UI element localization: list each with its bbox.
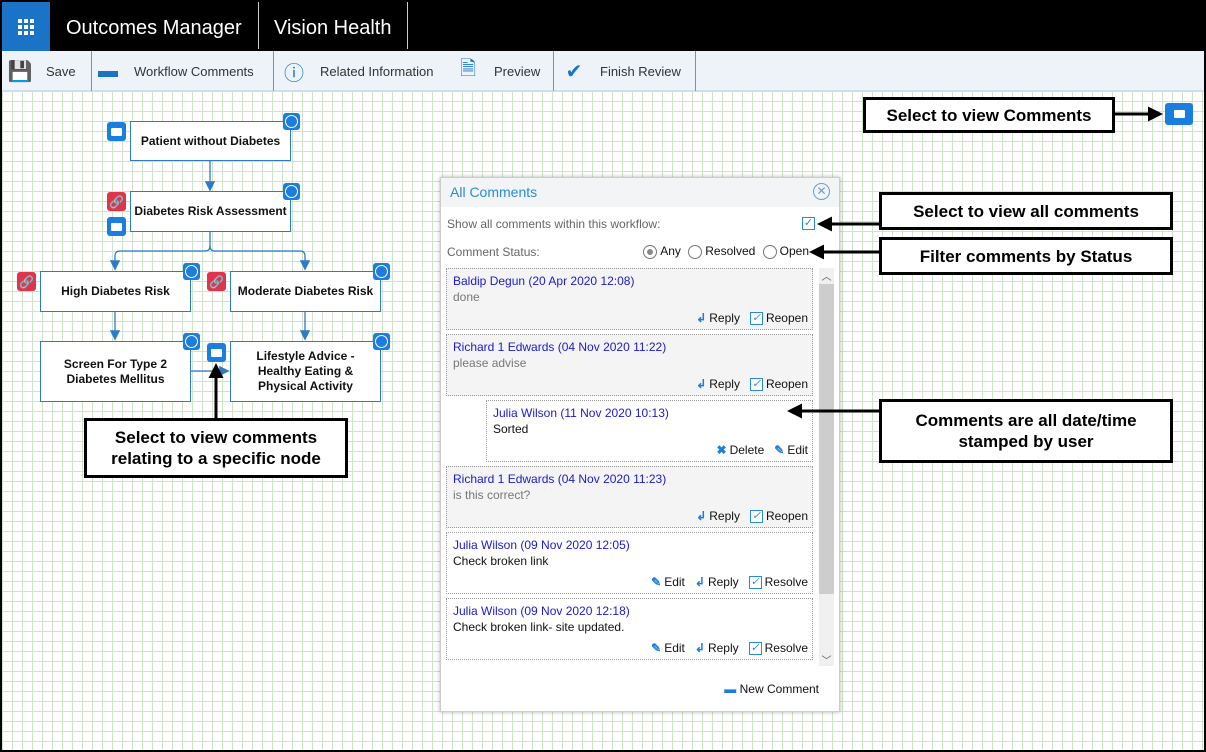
save-label: Save: [46, 63, 76, 79]
info-icon[interactable]: [183, 263, 200, 280]
edit-button[interactable]: ✎Edit: [651, 641, 685, 655]
comment-item: Richard 1 Edwards (04 Nov 2020 11:23) is …: [446, 466, 813, 528]
status-label: Comment Status:: [447, 245, 540, 259]
status-filter: Any Resolved Open: [639, 244, 809, 259]
all-comments-panel: All Comments ✕ Show all comments within t…: [440, 177, 840, 712]
reopen-checkbox[interactable]: ✓Reopen: [749, 509, 808, 523]
edit-button[interactable]: ✎Edit: [774, 443, 808, 457]
comment-item: Baldip Degun (20 Apr 2020 12:08) done ↲Re…: [446, 268, 813, 330]
callout-filter: Filter comments by Status: [879, 237, 1173, 275]
panel-header: All Comments ✕: [441, 178, 839, 207]
preview-label: Preview: [494, 63, 541, 79]
reopen-checkbox[interactable]: ✓Reopen: [749, 377, 808, 391]
comment-text: Check broken link- site updated.: [453, 620, 625, 634]
reply-button[interactable]: ↲Reply: [696, 509, 740, 523]
node-moderate-diabetes-risk[interactable]: Moderate Diabetes Risk: [230, 271, 381, 312]
scroll-thumb[interactable]: [819, 284, 834, 594]
comment-author: Richard 1 Edwards (04 Nov 2020 11:22): [453, 340, 667, 354]
node-comment-icon[interactable]: [207, 343, 226, 362]
comment-scrollbar[interactable]: ︿﹀: [819, 268, 834, 667]
new-comment-button[interactable]: ▬ New Comment: [724, 682, 819, 696]
comment-item: Richard 1 Edwards (04 Nov 2020 11:22) ple…: [446, 334, 813, 396]
workflow-comments-button[interactable]: ▬ Workflow Comments: [94, 51, 274, 91]
callout-view-all: Select to view all comments: [879, 192, 1173, 230]
save-icon: 💾: [7, 60, 33, 83]
check-icon: ✔: [565, 60, 583, 83]
save-button[interactable]: 💾 Save: [6, 51, 92, 91]
comment-author: Richard 1 Edwards (04 Nov 2020 11:23): [453, 472, 667, 486]
show-all-checkbox[interactable]: ✓: [802, 217, 815, 230]
callout-view-comments: Select to view Comments: [863, 97, 1115, 133]
comment-text: Check broken link: [453, 554, 549, 568]
app-title: Outcomes Manager: [50, 2, 259, 49]
status-open-radio[interactable]: [762, 244, 777, 259]
comment-icon: ▬: [724, 682, 737, 696]
comment-text: is this correct?: [453, 488, 531, 502]
status-open-label: Open: [779, 244, 809, 258]
comment-list: Baldip Degun (20 Apr 2020 12:08) done ↲Re…: [446, 268, 816, 666]
toolbar: 💾 Save ▬ Workflow Comments ⓘ Related Inform…: [2, 51, 1204, 91]
preview-button[interactable]: 🗎 Preview: [454, 51, 554, 91]
comment-text: done: [453, 290, 480, 304]
info-icon[interactable]: [373, 263, 390, 280]
comment-item: Julia Wilson (09 Nov 2020 12:05) Check br…: [446, 532, 813, 594]
comment-reply-item: Julia Wilson (11 Nov 2020 10:13) Sorted ✖…: [486, 400, 813, 462]
info-icon[interactable]: [183, 333, 200, 350]
status-resolved-radio[interactable]: [688, 244, 703, 259]
comment-text: please advise: [453, 356, 527, 370]
finish-review-label: Finish Review: [600, 63, 681, 79]
status-any-radio[interactable]: [643, 244, 658, 259]
delete-button[interactable]: ✖Delete: [716, 443, 765, 457]
workflow-comments-label: Workflow Comments: [134, 63, 254, 79]
org-title: Vision Health: [258, 2, 409, 49]
reply-button[interactable]: ↲Reply: [694, 641, 739, 655]
grid-icon: [18, 18, 34, 35]
edit-button[interactable]: ✎Edit: [651, 575, 685, 589]
node-screen-type-2[interactable]: Screen For Type 2 Diabetes Mellitus: [40, 341, 191, 402]
info-icon: ⓘ: [284, 62, 304, 85]
close-icon[interactable]: ✕: [813, 183, 830, 200]
status-resolved-label: Resolved: [705, 244, 756, 258]
comment-author: Baldip Degun (20 Apr 2020 12:08): [453, 274, 635, 288]
link-icon[interactable]: 🔗: [17, 272, 36, 291]
finish-review-button[interactable]: ✔ Finish Review: [560, 51, 696, 91]
node-lifestyle-advice[interactable]: Lifestyle Advice - Healthy Eating & Phys…: [230, 341, 381, 402]
reopen-checkbox[interactable]: ✓Reopen: [749, 311, 808, 325]
reply-button[interactable]: ↲Reply: [696, 377, 740, 391]
show-all-label: Show all comments within this workflow:: [447, 217, 661, 231]
comment-icon: ▬: [98, 59, 118, 82]
node-comment-icon[interactable]: [107, 217, 126, 236]
node-patient-without-diabetes[interactable]: Patient without Diabetes: [130, 121, 291, 161]
info-icon[interactable]: [373, 333, 390, 350]
app-launcher-button[interactable]: [2, 2, 50, 51]
resolve-checkbox[interactable]: ✓Resolve: [748, 575, 808, 589]
link-icon[interactable]: 🔗: [207, 272, 226, 291]
top-bar: Outcomes Manager Vision Health: [0, 0, 1206, 51]
resolve-checkbox[interactable]: ✓Resolve: [748, 641, 808, 655]
related-information-label: Related Information: [320, 63, 434, 79]
node-comment-icon[interactable]: [107, 122, 126, 141]
reply-button[interactable]: ↲Reply: [696, 311, 740, 325]
info-icon[interactable]: [283, 113, 300, 130]
panel-title: All Comments: [450, 184, 538, 200]
link-icon[interactable]: 🔗: [107, 192, 126, 211]
status-any-label: Any: [660, 244, 681, 258]
callout-stamped: Comments are all date/time stamped by us…: [879, 399, 1173, 463]
comment-author: Julia Wilson (11 Nov 2020 10:13): [493, 406, 669, 420]
preview-icon: 🗎: [459, 58, 477, 80]
reply-button[interactable]: ↲Reply: [694, 575, 739, 589]
view-comments-icon[interactable]: [1165, 103, 1193, 125]
related-information-button[interactable]: ⓘ Related Information: [280, 51, 450, 91]
node-high-diabetes-risk[interactable]: High Diabetes Risk: [40, 271, 191, 312]
callout-node-comments: Select to view comments relating to a sp…: [84, 418, 348, 478]
comment-text: Sorted: [493, 422, 529, 436]
comment-author: Julia Wilson (09 Nov 2020 12:18): [453, 604, 630, 618]
comment-author: Julia Wilson (09 Nov 2020 12:05): [453, 538, 630, 552]
comment-item: Julia Wilson (09 Nov 2020 12:18) Check br…: [446, 598, 813, 660]
info-icon[interactable]: [283, 183, 300, 200]
node-diabetes-risk-assessment[interactable]: Diabetes Risk Assessment: [130, 191, 291, 232]
